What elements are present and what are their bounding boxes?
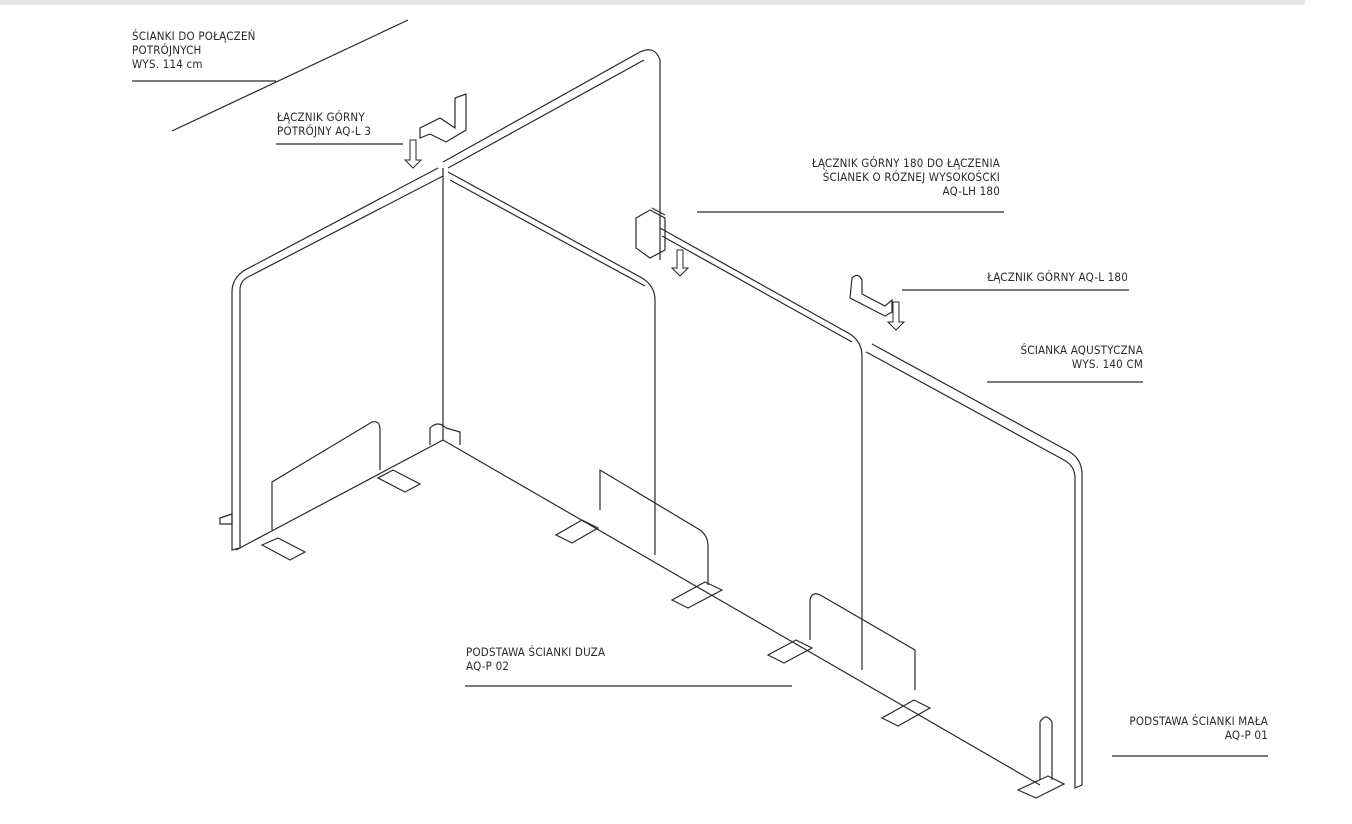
label-line: POTRÓJNYCH	[132, 43, 202, 57]
arrow-down-icon	[403, 139, 423, 169]
bases	[219, 421, 1066, 799]
foot	[880, 699, 932, 727]
leader-triple-walls	[171, 19, 409, 132]
foot	[376, 469, 422, 493]
label-line: AQ-P 02	[466, 659, 510, 673]
label-connector-180: ŁĄCZNIK GÓRNY AQ-L 180	[987, 270, 1128, 284]
base-large	[599, 468, 709, 585]
foot	[766, 639, 814, 664]
connector-triple-icon	[419, 93, 467, 143]
label-line: ŁĄCZNIK GÓRNY	[277, 110, 365, 124]
label-large-base: PODSTAWA ŚCIANKI DUZA AQ-P 02	[466, 645, 605, 673]
foot	[554, 519, 600, 544]
drawing-line	[235, 439, 444, 551]
label-line: WYS. 114 cm	[132, 57, 203, 71]
leader-lines	[132, 19, 1268, 757]
label-acoustic-wall: ŚCIANKA AQUSTYCZNA WYS. 140 CM	[1021, 343, 1144, 371]
label-line: ŚCIANKA AQUSTYCZNA	[1020, 343, 1143, 357]
label-line: PODSTAWA ŚCIANKI DUZA	[466, 645, 606, 659]
label-line: ŁĄCZNIK GÓRNY 180 DO ŁĄCZENIA	[811, 156, 1000, 170]
base-small	[1039, 716, 1053, 780]
corner-base	[429, 423, 461, 445]
label-line: AQ-LH 180	[942, 184, 1000, 198]
foot	[260, 537, 307, 561]
foot	[670, 581, 724, 609]
label-triple-connector: ŁĄCZNIK GÓRNY POTRÓJNY AQ-L 3	[277, 110, 371, 138]
foot	[219, 513, 233, 525]
floor-edge	[442, 439, 1041, 786]
panel-mid-right	[659, 227, 863, 670]
label-line: ŚCIANEK O RÓZNEJ WYSOKOŚCKI	[822, 170, 1000, 184]
arrow-down-icon	[670, 249, 690, 277]
drawing-line	[661, 235, 853, 343]
panel-left	[231, 167, 444, 551]
label-small-base: PODSTAWA ŚCIANKI MAŁA AQ-P 01	[1129, 714, 1268, 742]
drawing-line	[449, 179, 646, 287]
label-line: WYS. 140 CM	[1071, 357, 1143, 371]
label-line: ŁĄCZNIK GÓRNY AQ-L 180	[987, 270, 1128, 284]
panel-right	[865, 343, 1083, 789]
arrow-down-icon	[886, 301, 906, 331]
connector-180-icon	[849, 274, 893, 317]
label-line: AQ-P 01	[1224, 728, 1268, 742]
foot	[1016, 775, 1066, 799]
label-triple-walls: ŚCIANKI DO POŁĄCZEŃ POTRÓJNYCH WYS. 114 …	[132, 29, 256, 71]
connector-height-icon	[635, 207, 666, 259]
label-line: PODSTAWA ŚCIANKI MAŁA	[1129, 714, 1268, 728]
panel-back-tall	[442, 49, 661, 260]
base-large	[809, 593, 916, 690]
label-line: POTRÓJNY AQ-L 3	[277, 124, 372, 138]
panel-mid-left	[447, 171, 656, 555]
label-height-connector: ŁĄCZNIK GÓRNY 180 DO ŁĄCZENIA ŚCIANEK O …	[812, 156, 1000, 198]
label-line: ŚCIANKI DO POŁĄCZEŃ	[132, 29, 256, 43]
drawing-line	[447, 59, 645, 169]
top-bar	[0, 0, 1305, 5]
base-large	[271, 421, 381, 530]
